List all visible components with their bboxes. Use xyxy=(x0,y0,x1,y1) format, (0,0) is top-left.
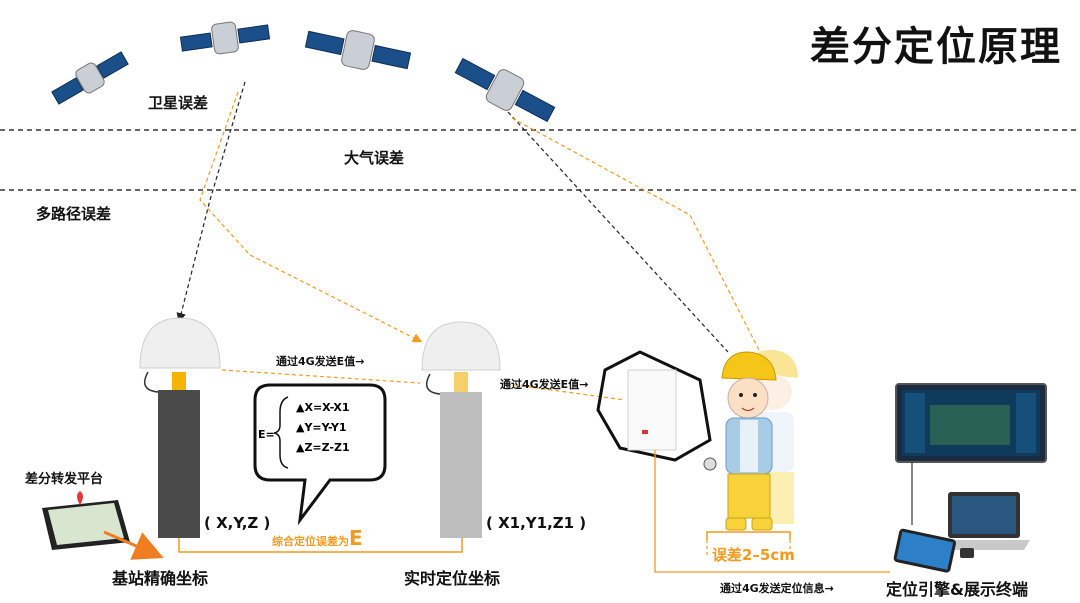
formula-line: ▲Y=Y-Y1 xyxy=(296,421,347,434)
error-sum-text: 综合定位误差为 xyxy=(272,535,349,548)
terminal-label: 定位引擎&展示终端 xyxy=(886,580,1028,599)
platform-label: 差分转发平台 xyxy=(25,472,104,487)
formula-prefix: E= xyxy=(258,428,275,441)
error-sum: 综合定位误差为E xyxy=(272,526,363,550)
formula-bubble xyxy=(253,383,387,526)
page-title: 差分定位原理 xyxy=(810,24,1062,70)
monitor-display xyxy=(895,383,1047,463)
accuracy-label: 误差2–5cm xyxy=(712,546,795,564)
multipath-error-label: 多路径误差 xyxy=(36,205,112,223)
receiver-device xyxy=(627,369,677,451)
satellite-error-label: 卫星误差 xyxy=(148,94,209,112)
platform-tablet xyxy=(42,491,130,550)
base-station-dome xyxy=(139,317,221,369)
phone-display xyxy=(960,548,974,558)
link-line-2 xyxy=(499,382,626,401)
base-station-column xyxy=(158,390,200,538)
formula-lines: ▲X=X-X1 ▲Y=Y-Y1 ▲Z=Z-Z1 xyxy=(296,398,350,458)
receiver-line xyxy=(654,450,890,573)
satellite-icon xyxy=(454,57,556,123)
link-line-1 xyxy=(221,369,421,384)
signal-path-black-rover xyxy=(507,111,729,353)
error-bracket xyxy=(178,538,463,553)
satellite-icon xyxy=(179,21,271,55)
satellite-icon xyxy=(51,51,129,105)
worker-bracket xyxy=(706,531,791,540)
signal-path-orange-rover xyxy=(511,117,761,353)
base-station-connector xyxy=(172,372,186,390)
send-e-label-1: 通过4G发送E值→ xyxy=(276,355,365,368)
error-sum-symbol: E xyxy=(349,526,363,550)
laptop-display xyxy=(938,492,1030,550)
rover-dome xyxy=(421,321,501,371)
receiver-burst-outline xyxy=(596,350,712,462)
platform-arrow xyxy=(103,530,164,560)
formula-line: ▲X=X-X1 xyxy=(296,401,350,414)
worker-figure xyxy=(703,351,777,531)
formula-line: ▲Z=Z-Z1 xyxy=(296,441,350,454)
signal-path-black-base xyxy=(176,81,246,323)
rover-connector xyxy=(454,372,468,392)
rover-column xyxy=(440,392,482,538)
atmosphere-error-label: 大气误差 xyxy=(344,149,405,167)
base-station-label: 基站精确坐标 xyxy=(112,569,209,588)
rover-coordinate: ( X1,Y1,Z1 ) xyxy=(486,514,587,532)
signal-path-orange-base xyxy=(199,91,423,343)
rover-label: 实时定位坐标 xyxy=(404,569,501,588)
tablet-display xyxy=(893,528,956,573)
satellite-icon xyxy=(304,30,412,70)
base-coordinate: ( X,Y,Z ) xyxy=(204,514,271,532)
send-e-label-2: 通过4G发送E值→ xyxy=(500,378,589,391)
send-pos-label: 通过4G发送定位信息→ xyxy=(720,582,834,595)
